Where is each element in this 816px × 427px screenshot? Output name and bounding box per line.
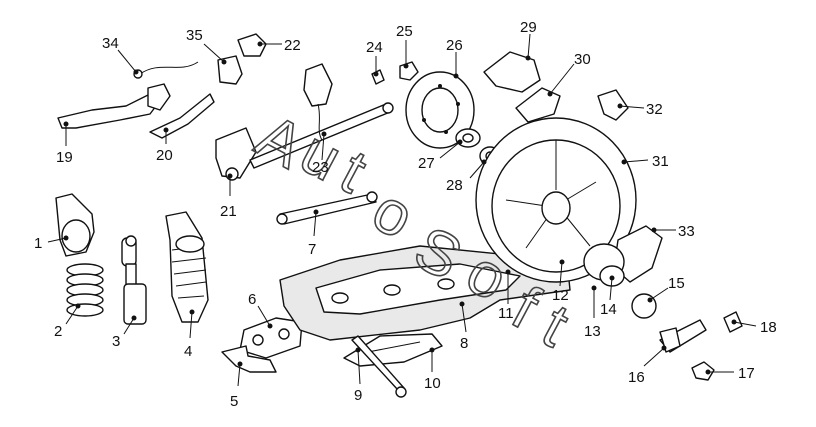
callout-label: 22: [284, 37, 301, 54]
callout-18: 18: [731, 319, 777, 336]
callout-label: 15: [668, 275, 685, 292]
callout-14: 14: [600, 275, 617, 318]
callout-label: 33: [678, 223, 695, 240]
callout-label: 32: [646, 101, 663, 118]
callout-label: 6: [248, 291, 256, 308]
part-spacer-15: [631, 293, 657, 319]
watermark-letter: o: [361, 175, 424, 252]
callout-24: 24: [366, 39, 383, 77]
callout-9: 9: [354, 347, 362, 404]
callout-label: 35: [186, 27, 203, 44]
callout-label: 9: [354, 387, 362, 404]
callout-13: 13: [584, 285, 601, 340]
callout-5: 5: [230, 361, 243, 410]
callout-33: 33: [651, 223, 695, 240]
callout-2: 2: [54, 303, 81, 340]
part-brake-cable: [133, 61, 199, 79]
callout-label: 8: [460, 335, 468, 352]
part-pivot-bolt: [351, 335, 407, 398]
callout-23: 23: [312, 131, 329, 176]
callout-4: 4: [184, 309, 195, 360]
callout-20: 20: [156, 127, 173, 164]
part-shock-absorber: [165, 211, 209, 323]
part-spring: [66, 263, 104, 317]
callout-label: 27: [418, 155, 435, 172]
callout-label: 12: [552, 287, 569, 304]
part-nut-25: [399, 61, 419, 81]
callout-label: 21: [220, 203, 237, 220]
callout-10: 10: [424, 347, 441, 392]
part-pedal-arm: [149, 93, 215, 139]
callout-6: 6: [248, 291, 273, 329]
callout-7: 7: [308, 209, 319, 258]
part-rear-wheel: [475, 117, 637, 283]
callout-25: 25: [396, 23, 413, 69]
callout-label: 16: [628, 369, 645, 386]
callout-label: 24: [366, 39, 383, 56]
callout-label: 34: [102, 35, 119, 52]
callout-28: 28: [446, 159, 487, 194]
callout-label: 29: [520, 19, 537, 36]
callout-label: 18: [760, 319, 777, 336]
callout-label: 31: [652, 153, 669, 170]
callout-label: 4: [184, 343, 192, 360]
callout-label: 28: [446, 177, 463, 194]
callout-32: 32: [617, 101, 663, 118]
callout-label: 3: [112, 333, 120, 350]
callout-label: 25: [396, 23, 413, 40]
callout-label: 5: [230, 393, 238, 410]
callout-label: 2: [54, 323, 62, 340]
callout-31: 31: [621, 153, 669, 170]
part-damper: [121, 235, 147, 325]
callout-label: 30: [574, 51, 591, 68]
callout-8: 8: [459, 301, 468, 352]
part-lever-left: [57, 83, 171, 129]
callout-26: 26: [446, 37, 463, 79]
callout-label: 7: [308, 241, 316, 258]
callout-label: 23: [312, 159, 329, 176]
part-caliper-30: [515, 87, 561, 123]
callout-label: 10: [424, 375, 441, 392]
part-nut-17: [691, 361, 715, 381]
callout-label: 1: [34, 235, 42, 252]
part-link-plate: [221, 317, 303, 373]
callout-label: 20: [156, 147, 173, 164]
callout-label: 19: [56, 149, 73, 166]
callout-35: 35: [186, 27, 227, 65]
callout-21: 21: [220, 173, 237, 220]
callout-12: 12: [552, 259, 569, 304]
part-shock-cap: [55, 193, 95, 257]
callout-22: 22: [257, 37, 301, 54]
callout-16: 16: [628, 345, 667, 386]
callout-label: 14: [600, 301, 617, 318]
part-swingarm: [279, 245, 571, 341]
part-brake-disc: [405, 71, 475, 149]
callout-label: 17: [738, 365, 755, 382]
callout-15: 15: [647, 275, 685, 303]
callout-label: 13: [584, 323, 601, 340]
part-sprocket-hub: [583, 243, 625, 287]
callout-1: 1: [34, 235, 69, 252]
part-bolt-24: [371, 69, 385, 85]
part-master-cylinder: [215, 127, 257, 181]
callout-17: 17: [705, 365, 755, 382]
callout-19: 19: [56, 121, 73, 166]
callout-29: 29: [520, 19, 537, 61]
callout-label: 11: [498, 305, 514, 322]
callout-34: 34: [102, 35, 139, 75]
callout-11: 11: [498, 269, 514, 322]
callout-3: 3: [112, 315, 137, 350]
part-nut-22: [237, 33, 267, 57]
callout-27: 27: [418, 139, 463, 172]
part-caliper-bracket: [483, 51, 541, 93]
part-tension-rod: [276, 191, 378, 225]
part-axle-16: [659, 319, 707, 353]
callout-30: 30: [547, 51, 591, 97]
part-mudguard-32: [597, 89, 629, 121]
part-reservoir: [303, 63, 333, 141]
callout-label: 26: [446, 37, 463, 54]
